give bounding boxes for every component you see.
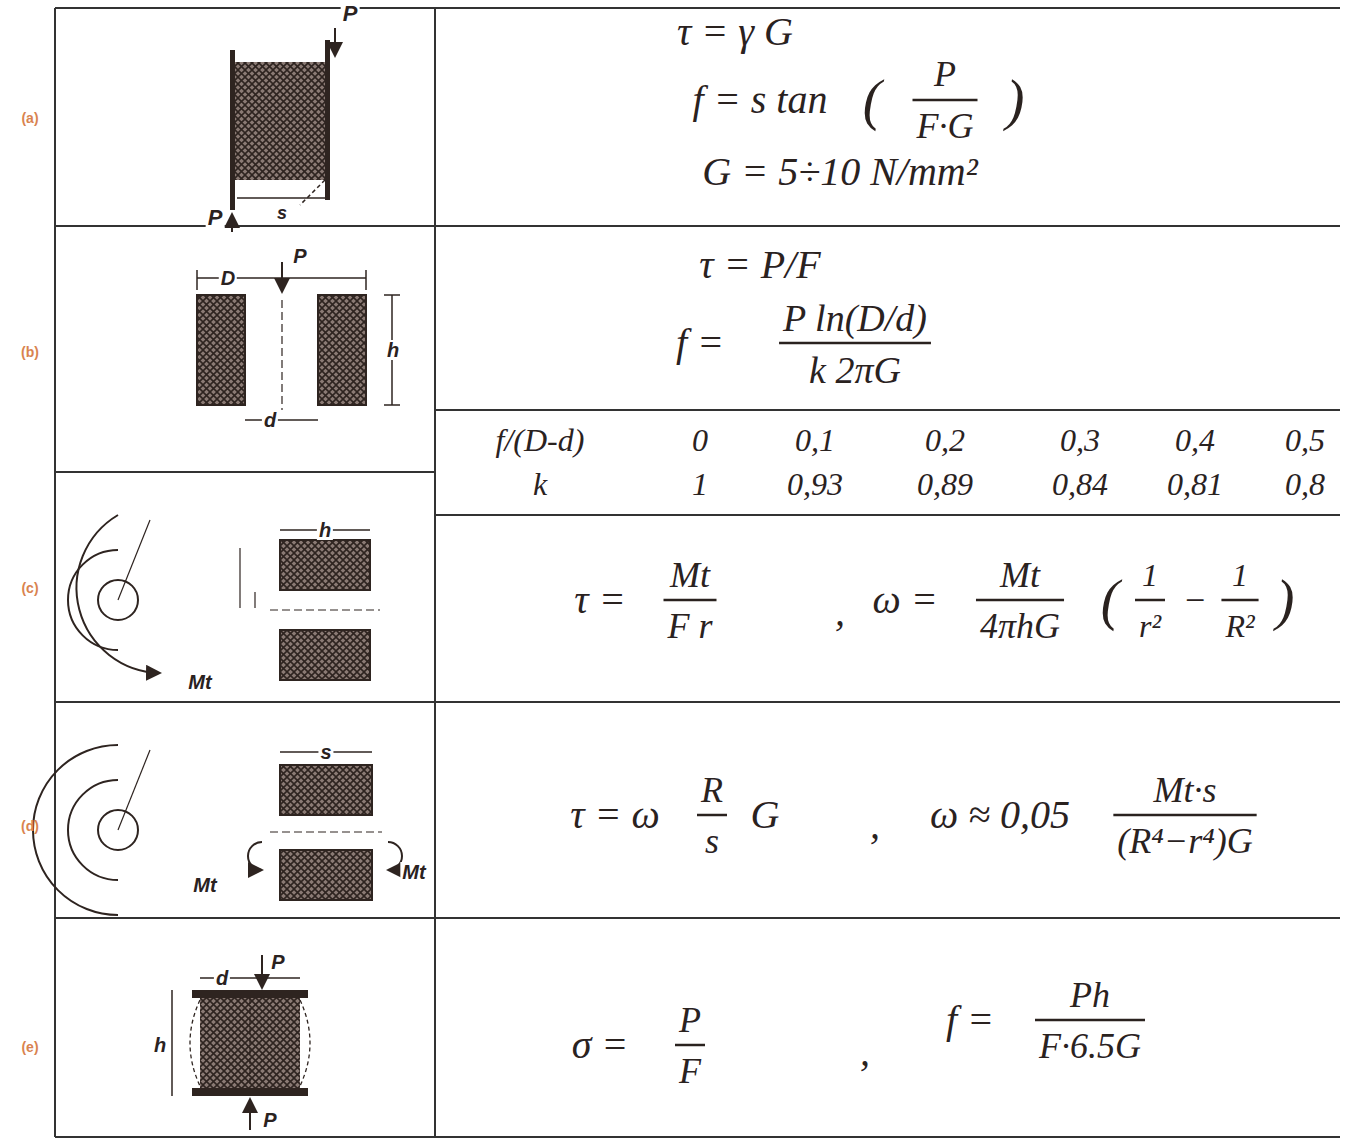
denominator: r² (1139, 610, 1161, 642)
dimension-label: s (275, 204, 289, 222)
table-header: k (533, 468, 547, 500)
table-cell: 0,3 (1060, 424, 1100, 456)
formula: G = 5÷10 N/mm² (702, 152, 977, 192)
numerator: Ph (1070, 977, 1110, 1013)
denominator: s (705, 823, 719, 859)
table-cell: 0,84 (1052, 468, 1108, 500)
bracket: ) (1276, 572, 1295, 628)
table-cell: 0,5 (1285, 424, 1325, 456)
row-letter: (a) (21, 111, 38, 125)
dimension-label: h (385, 340, 401, 360)
denominator: F·6.5G (1039, 1028, 1141, 1064)
dimension-label: D (219, 268, 237, 288)
dimension-label: h (152, 1035, 168, 1055)
fraction-bar (913, 99, 978, 102)
row-letter: (c) (21, 581, 38, 595)
dimension-label: h (317, 520, 333, 540)
formula: τ = ω (570, 795, 660, 835)
formula: τ = γ G (677, 12, 793, 52)
fraction-bar (697, 814, 727, 817)
fraction-bar (1221, 599, 1258, 602)
table-cell: 1 (692, 468, 708, 500)
bracket: ) (1006, 72, 1025, 128)
numerator: P ln(D/d) (783, 299, 927, 337)
denominator: F·G (917, 108, 974, 144)
formula: f = (676, 323, 724, 363)
formula: f = (946, 1000, 994, 1040)
denominator: F (679, 1053, 701, 1089)
numerator: 1 (1232, 559, 1248, 591)
numerator: R (701, 772, 723, 808)
denominator: (R⁴−r⁴)G (1117, 823, 1252, 859)
table-cell: 0,93 (787, 468, 843, 500)
fraction-bar (976, 599, 1064, 602)
formula: ω ≈ 0,05 (930, 795, 1070, 835)
numerator: Mt (670, 557, 710, 593)
table-cell: 0,4 (1175, 424, 1215, 456)
fraction-bar (779, 342, 931, 345)
table-header: f/(D-d) (496, 424, 585, 456)
row-letter: (d) (21, 819, 39, 833)
numerator: 1 (1142, 559, 1158, 591)
formula: f = s tan (693, 80, 828, 120)
table-cell: 0,2 (925, 424, 965, 456)
force-label: P (261, 1110, 278, 1130)
numerator: P (934, 56, 956, 92)
separator: , (860, 1032, 870, 1072)
numerator: P (679, 1002, 701, 1038)
table-cell: 0,8 (1285, 468, 1325, 500)
dimension-label: s (318, 742, 333, 762)
denominator: R² (1225, 610, 1254, 642)
formula: ω = (872, 580, 937, 620)
fraction-bar (1135, 599, 1165, 602)
force-label: P (269, 952, 286, 972)
table-cell: 0,1 (795, 424, 835, 456)
fraction-bar (675, 1044, 705, 1047)
fraction-bar (1113, 814, 1256, 817)
row-letter: (b) (21, 345, 39, 359)
force-label: P (206, 207, 225, 229)
separator: , (870, 805, 880, 845)
moment-label: Mt (186, 672, 213, 692)
formula: G (751, 795, 780, 835)
row-letter: (e) (21, 1040, 38, 1054)
force-label: P (291, 246, 308, 266)
fraction-bar (664, 599, 717, 602)
numerator: Mt (1000, 557, 1040, 593)
operator: − (1183, 582, 1207, 618)
bracket: ( (1101, 572, 1120, 628)
force-label: P (341, 3, 360, 25)
denominator: k 2πG (809, 351, 901, 389)
formula: τ = (574, 580, 625, 620)
moment-label: Mt (400, 862, 427, 882)
denominator: F r (668, 608, 713, 644)
dimension-label: d (262, 410, 278, 430)
separator: , (835, 592, 845, 632)
numerator: Mt·s (1154, 772, 1217, 808)
formula: τ = P/F (699, 245, 820, 285)
table-cell: 0,89 (917, 468, 973, 500)
dimension-label: d (214, 968, 230, 988)
denominator: 4πhG (980, 608, 1060, 644)
moment-label: Mt (191, 875, 218, 895)
table-cell: 0 (692, 424, 708, 456)
formula: σ = (572, 1025, 629, 1065)
bracket: ( (863, 72, 882, 128)
table-cell: 0,81 (1167, 468, 1223, 500)
fraction-bar (1035, 1019, 1145, 1022)
